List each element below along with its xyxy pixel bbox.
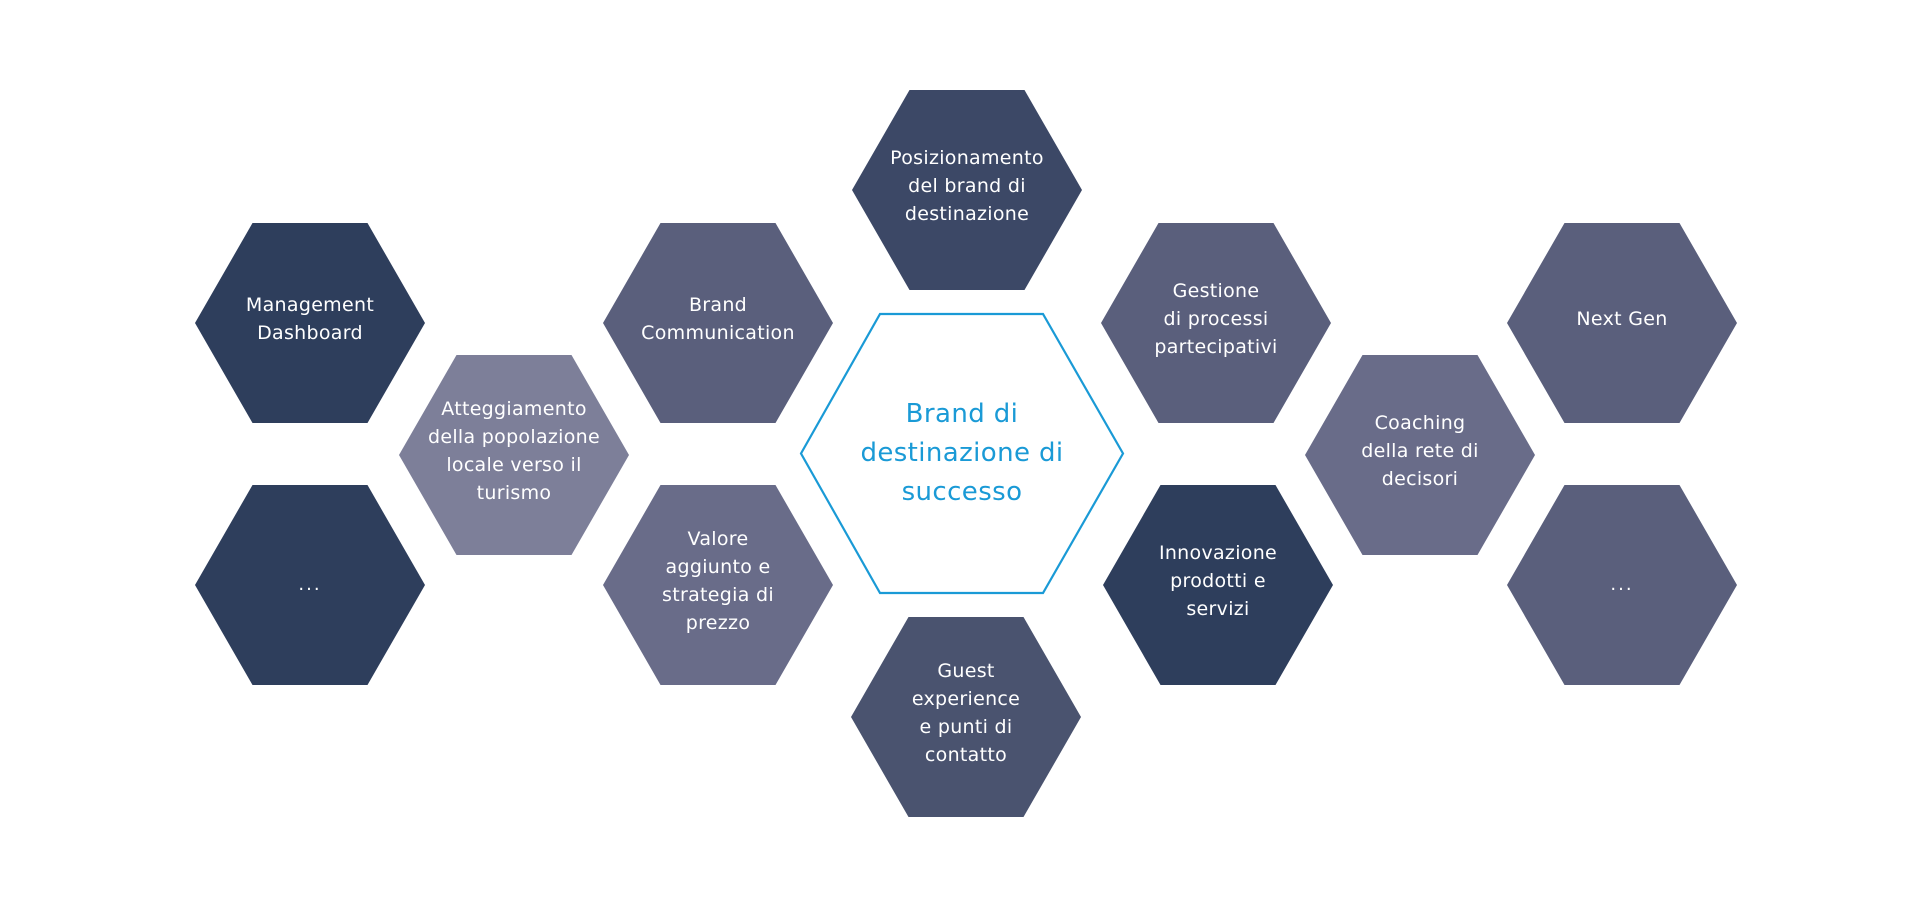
hex-label: Guest experience e punti di contatto <box>911 660 1021 766</box>
hex-atteggiamento-popolazione[interactable]: Atteggiamento della popolazione locale v… <box>399 355 629 555</box>
hex-ellipsis-right[interactable]: ... <box>1507 485 1737 685</box>
hex-label: Gestione di processi partecipativi <box>1154 280 1278 358</box>
center-hexagon[interactable]: Brand di destinazione di successo <box>799 312 1125 595</box>
hex-label: Coaching della rete di decisori <box>1361 412 1479 490</box>
center-hexagon-shape <box>799 312 1125 595</box>
hex-innovazione-prodotti[interactable]: Innovazione prodotti e servizi <box>1103 485 1333 685</box>
hex-label: Atteggiamento della popolazione locale v… <box>428 398 600 504</box>
hex-label: Next Gen <box>1576 308 1668 330</box>
center-hexagon-outline <box>799 312 1125 595</box>
center-title: Brand di destinazione di successo <box>860 399 1064 507</box>
hex-posizionamento-brand[interactable]: Posizionamento del brand di destinazione <box>852 90 1082 290</box>
hex-label: Valore aggiunto e strategia di prezzo <box>662 528 774 634</box>
hex-label: Innovazione prodotti e servizi <box>1158 542 1278 620</box>
hex-brand-communication[interactable]: Brand Communication <box>603 223 833 423</box>
hex-label: ... <box>298 574 322 595</box>
hex-valore-aggiunto[interactable]: Valore aggiunto e strategia di prezzo <box>603 485 833 685</box>
hex-gestione-processi[interactable]: Gestione di processi partecipativi <box>1101 223 1331 423</box>
hex-label: Posizionamento del brand di destinazione <box>890 147 1044 225</box>
hex-ellipsis-left[interactable]: ... <box>195 485 425 685</box>
hex-management-dashboard[interactable]: Management Dashboard <box>195 223 425 423</box>
hex-guest-experience[interactable]: Guest experience e punti di contatto <box>851 617 1081 817</box>
hex-next-gen[interactable]: Next Gen <box>1507 223 1737 423</box>
hex-label: ... <box>1610 574 1634 595</box>
hex-label: Brand Communication <box>641 294 795 344</box>
hex-label: Management Dashboard <box>245 294 375 344</box>
hex-coaching-rete[interactable]: Coaching della rete di decisori <box>1305 355 1535 555</box>
